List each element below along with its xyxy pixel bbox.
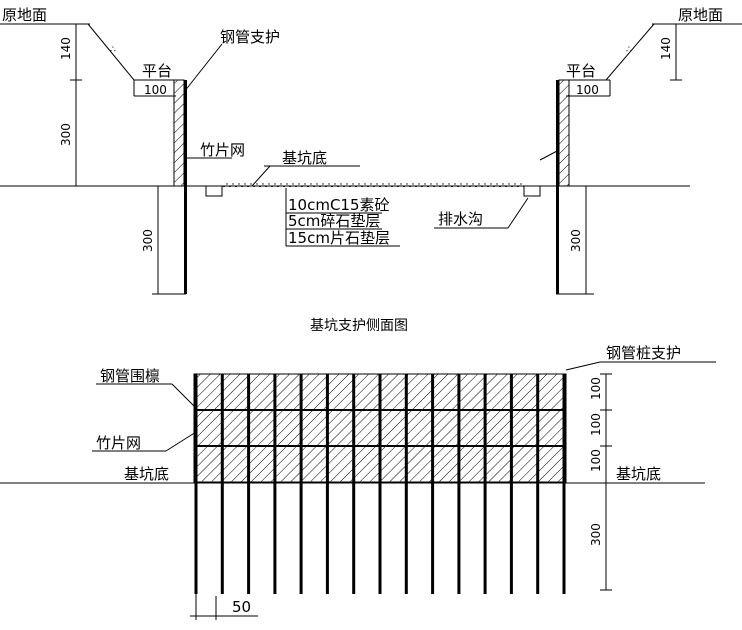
pile-support-label: 钢管桩支护 bbox=[606, 344, 681, 362]
original-ground-label-left: 原地面 bbox=[2, 6, 47, 24]
steel-pipe-pile bbox=[509, 374, 513, 594]
side-view: 原地面 ∴ 平台 100 140 300 300 钢管支护 竹片网 原地面 ∴ bbox=[0, 6, 742, 334]
pile-spacing-label: 50 bbox=[232, 598, 251, 616]
steel-pipe-pile bbox=[247, 374, 251, 594]
platform-width-left: 100 bbox=[144, 83, 167, 97]
embed-depth-right: 300 bbox=[569, 229, 583, 252]
front-pit-bottom-label-right: 基坑底 bbox=[616, 465, 661, 483]
steel-pipe-pile-left bbox=[184, 80, 187, 294]
front-view: 钢管围檩 竹片网 基坑底 钢管桩支护 基坑底 100 100 100 300 5… bbox=[0, 344, 716, 620]
purlin-label: 钢管围檩 bbox=[100, 367, 160, 385]
steel-pipe-piles bbox=[194, 374, 566, 594]
front-bamboo-mesh-label: 竹片网 bbox=[96, 434, 141, 452]
band-1-height: 100 bbox=[589, 377, 603, 400]
steel-pipe-pile bbox=[457, 374, 461, 594]
drainage-ditch-label: 排水沟 bbox=[438, 210, 483, 228]
band-2-height: 100 bbox=[589, 413, 603, 436]
slope-line-left bbox=[87, 23, 135, 81]
steel-pipe-pile bbox=[431, 374, 435, 594]
steel-pipe-pile bbox=[352, 374, 356, 594]
side-view-caption: 基坑支护侧面图 bbox=[310, 317, 408, 334]
steel-pipe-pile bbox=[194, 374, 198, 594]
slope-line-right bbox=[605, 23, 655, 81]
steel-pipe-pile bbox=[299, 374, 303, 594]
steel-pipe-pile bbox=[562, 374, 566, 594]
steel-pipe-pile bbox=[273, 374, 277, 594]
front-pit-bottom-label-left: 基坑底 bbox=[124, 465, 169, 483]
slope-mark-right: ∴ bbox=[626, 45, 632, 55]
platform-label-right: 平台 bbox=[566, 62, 596, 80]
steel-pipe-pile bbox=[325, 374, 329, 594]
embed-depth: 300 bbox=[589, 523, 603, 546]
steel-pipe-pile bbox=[404, 374, 408, 594]
slope-height-right: 140 bbox=[659, 37, 673, 60]
bamboo-mesh-wall-right bbox=[558, 79, 570, 187]
steel-pipe-pile bbox=[220, 374, 224, 594]
steel-pipe-pile bbox=[378, 374, 382, 594]
steel-pipe-pile bbox=[536, 374, 540, 594]
steel-pipe-support-label: 钢管支护 bbox=[220, 28, 280, 46]
concrete-layer bbox=[222, 183, 524, 187]
slope-mark-left: ∴ bbox=[110, 45, 116, 55]
support-height-left: 300 bbox=[59, 123, 73, 146]
pit-bottom-profile bbox=[188, 185, 556, 197]
steel-pipe-pile bbox=[483, 374, 487, 594]
layer-rubble-label: 15cm片石垫层 bbox=[288, 229, 390, 247]
bamboo-mesh-label: 竹片网 bbox=[200, 141, 245, 159]
bamboo-mesh-wall-left bbox=[173, 79, 185, 187]
slope-height-left: 140 bbox=[59, 37, 73, 60]
band-3-height: 100 bbox=[589, 449, 603, 472]
platform-width-right: 100 bbox=[576, 83, 599, 97]
layer-concrete-label: 10cmC15素砼 bbox=[288, 196, 390, 214]
steel-pipe-pile-right bbox=[556, 80, 559, 294]
embed-depth-left: 300 bbox=[141, 229, 155, 252]
layer-gravel-label: 5cm碎石垫层 bbox=[288, 212, 380, 230]
pit-bottom-label: 基坑底 bbox=[282, 149, 327, 167]
original-ground-label-right: 原地面 bbox=[678, 6, 723, 24]
platform-label-left: 平台 bbox=[142, 62, 172, 80]
